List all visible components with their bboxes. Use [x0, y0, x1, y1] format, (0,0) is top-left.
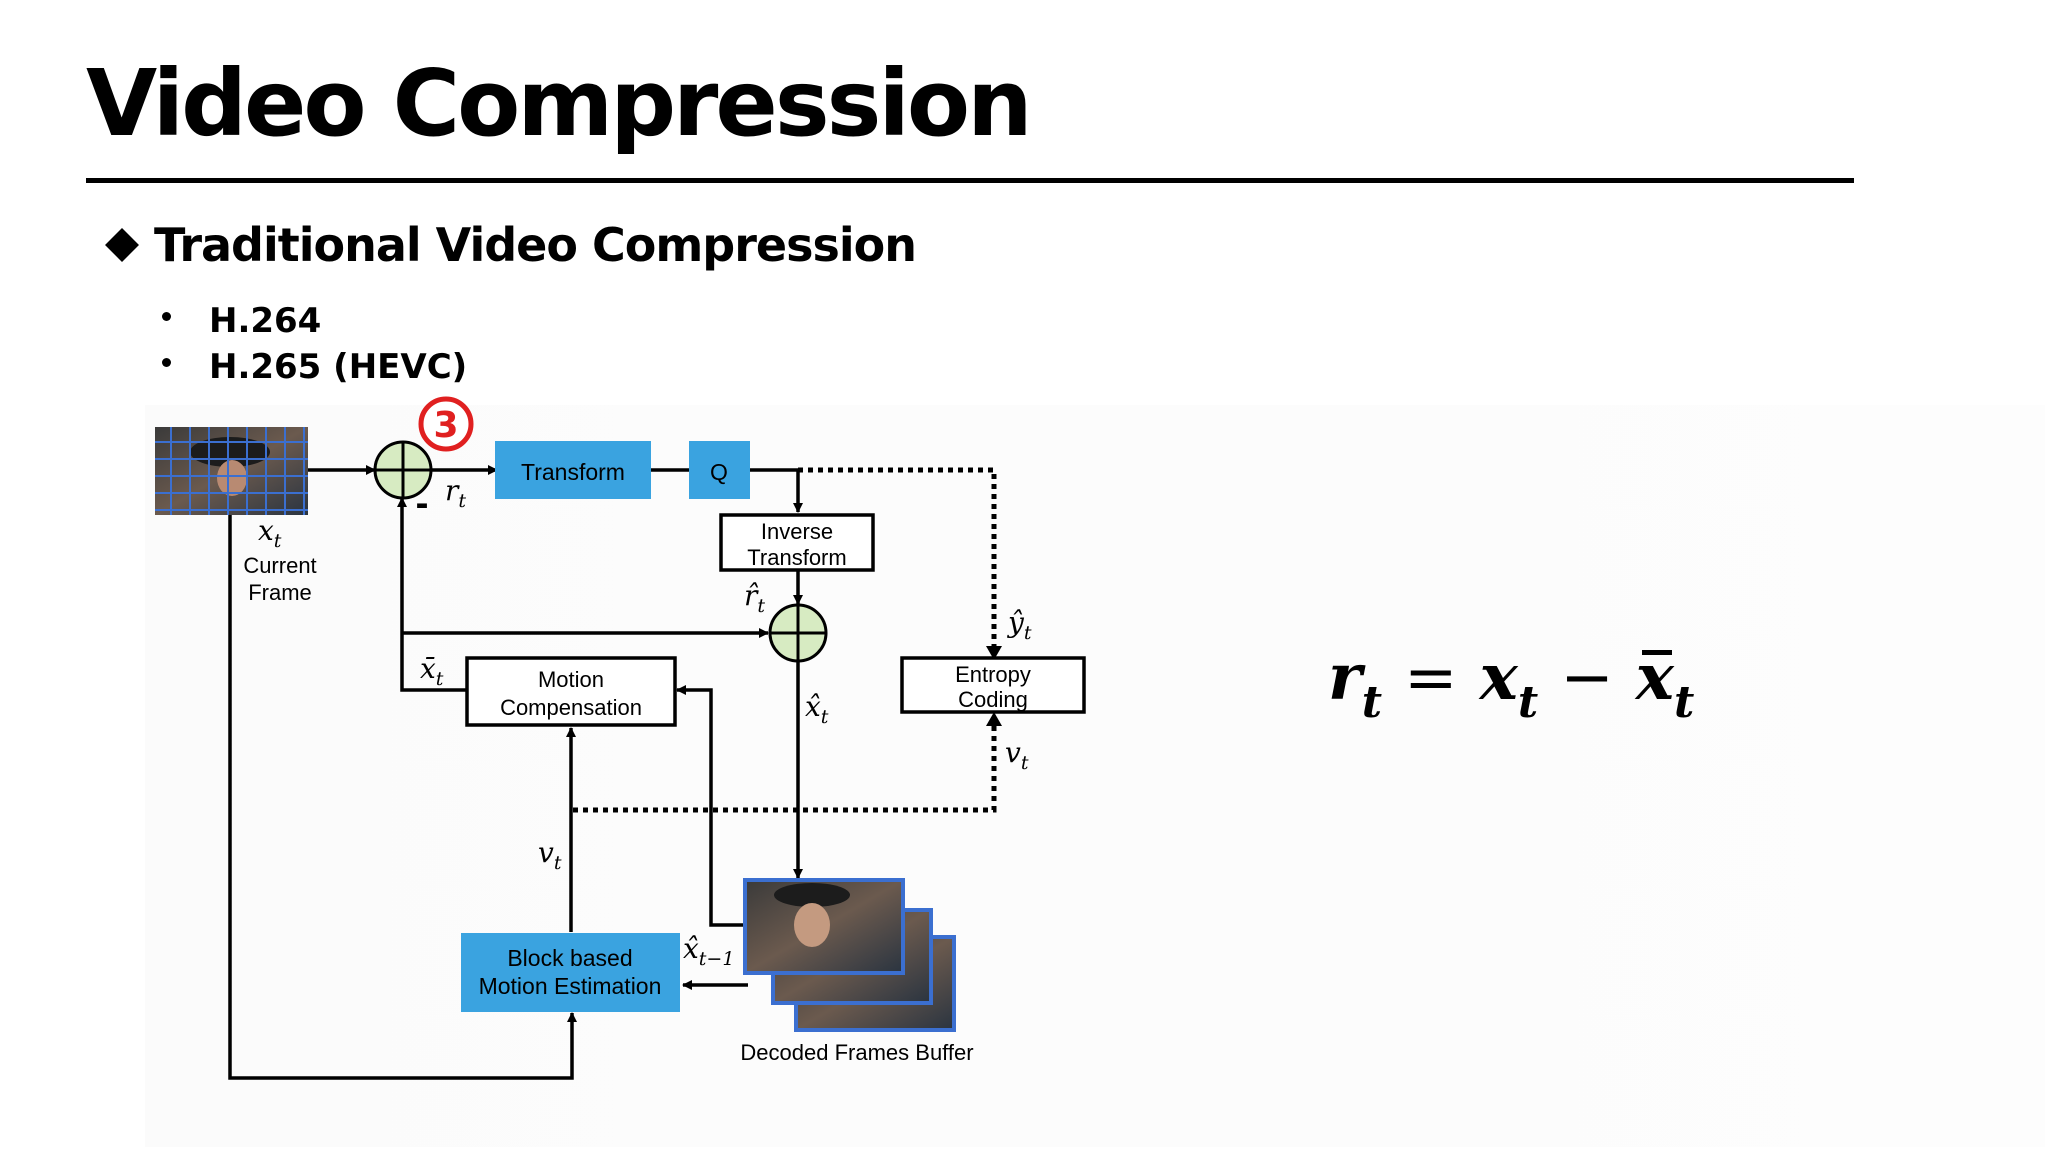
motion-compensation-box — [465, 656, 677, 727]
entropy-label-2: Coding — [958, 687, 1028, 712]
step-badge-circle — [418, 396, 474, 452]
quantizer-label: Q — [710, 459, 728, 485]
diagram-background — [145, 405, 2045, 1147]
section-heading: Traditional Video Compression — [105, 218, 917, 272]
current-frame-label-1: Current — [243, 553, 316, 578]
adder-residual — [373, 440, 433, 500]
current-frame-label-2: Frame — [248, 580, 312, 605]
x-bar-symbol: x — [1635, 640, 1674, 715]
dotted-mv-to-entropy — [573, 726, 997, 813]
slide-title: Video Compression — [86, 50, 1033, 157]
section-heading-text: Traditional Video Compression — [154, 218, 917, 272]
inverse-transform-label-2: Transform — [747, 545, 846, 570]
current-frame-image — [155, 427, 308, 515]
adder-reconstruction — [768, 603, 828, 663]
block-motion-estimation-box — [461, 933, 680, 1012]
arrow-buffer-to-mc — [676, 685, 746, 927]
buffer-label: Decoded Frames Buffer — [740, 1040, 973, 1065]
bullet-dot-icon — [162, 357, 171, 367]
inverse-transform-box — [719, 513, 875, 572]
block-me-label-1: Block based — [507, 945, 632, 971]
symbol-v-t-entropy: vt — [1005, 736, 1029, 774]
symbol-r-t: rt — [445, 474, 466, 512]
transform-box — [495, 441, 651, 499]
symbol-y-hat-t: ŷt — [1006, 606, 1032, 644]
inverse-transform-label-1: Inverse — [761, 519, 833, 544]
symbol-x-bar-t: x̄t — [420, 652, 444, 690]
minus-sign: - — [415, 485, 428, 523]
symbol-x-t: xt — [258, 514, 282, 552]
decoded-frames-stack — [743, 878, 956, 1032]
symbol-r-hat-t: r̂t — [744, 579, 765, 617]
step-badge-number: 3 — [433, 405, 458, 446]
entropy-label-1: Entropy — [955, 662, 1031, 687]
quantizer-box — [689, 441, 750, 499]
title-underline — [86, 178, 1854, 183]
list-item: H.264 — [162, 298, 467, 344]
entropy-coding-box — [900, 656, 1086, 714]
motion-comp-label-1: Motion — [538, 667, 604, 692]
symbol-x-hat-t-minus-1: x̂t−1 — [683, 932, 734, 970]
residual-equation: rt=xt−xt — [1328, 640, 1695, 728]
symbol-x-hat-t: x̂t — [805, 690, 829, 728]
bullet-dot-icon — [162, 311, 171, 321]
arrow-q-to-inverse — [750, 468, 803, 513]
transform-label: Transform — [521, 459, 625, 485]
symbol-v-t-motion: vt — [538, 836, 562, 874]
motion-comp-label-2: Compensation — [500, 695, 642, 720]
block-me-label-2: Motion Estimation — [479, 973, 662, 999]
arrow-mc-to-adder1 — [397, 497, 467, 692]
codec-list: H.264 H.265 (HEVC) — [162, 298, 467, 390]
list-item: H.265 (HEVC) — [162, 344, 467, 390]
arrow-frame-to-me — [228, 515, 577, 1080]
